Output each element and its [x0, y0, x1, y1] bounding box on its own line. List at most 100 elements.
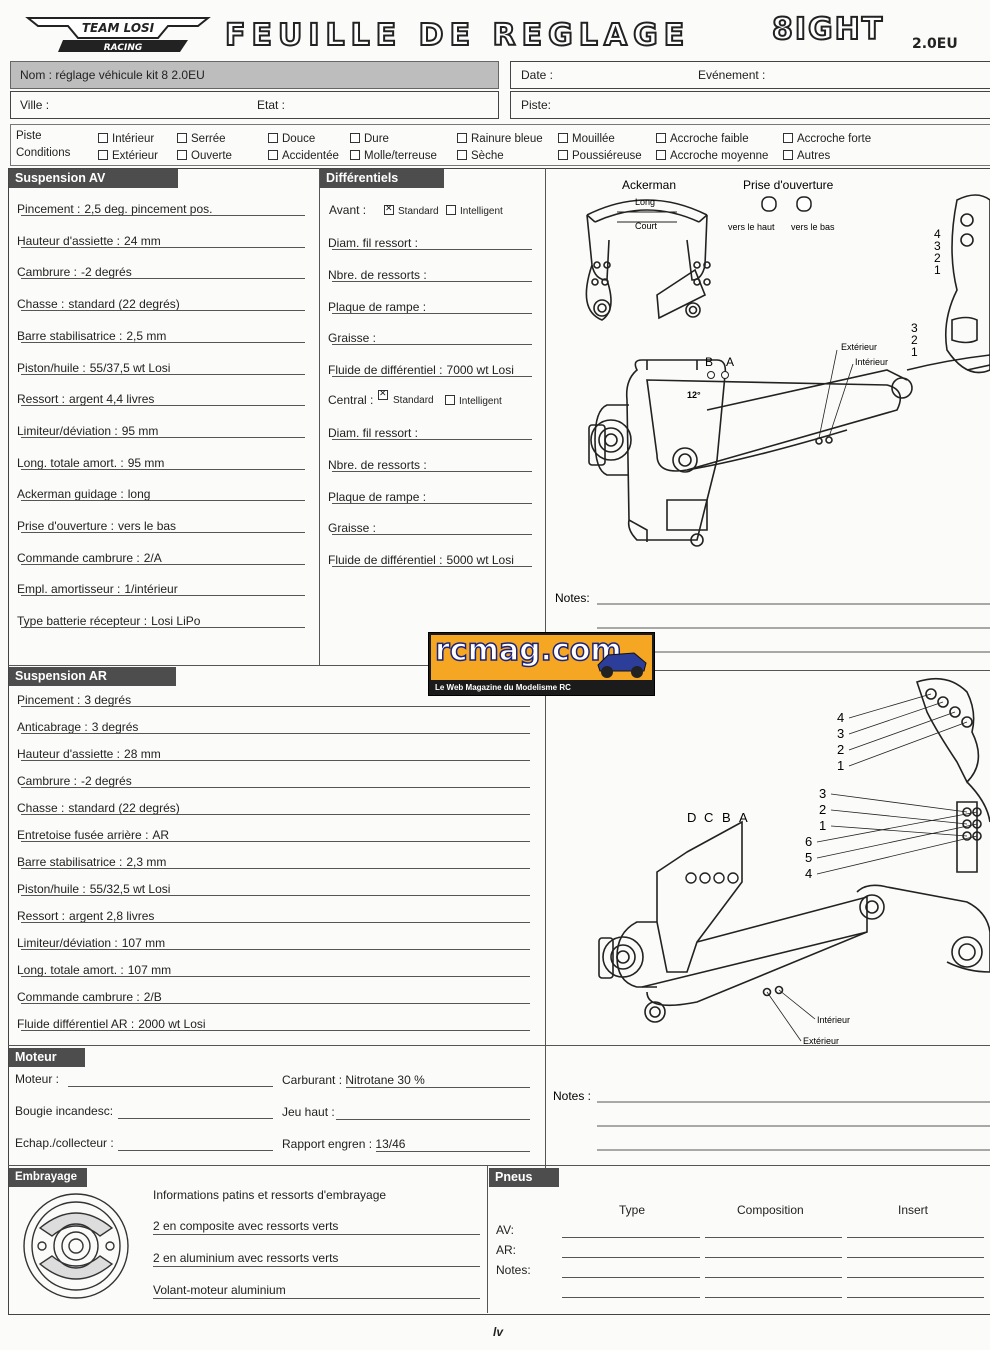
condition-option[interactable]: Sèche: [457, 150, 504, 162]
avant-intelligent-option[interactable]: Intelligent: [446, 205, 503, 217]
field-input-line[interactable]: [21, 341, 305, 343]
checkbox[interactable]: [457, 150, 467, 160]
checkbox[interactable]: [268, 150, 278, 160]
embrayage-input-line[interactable]: [153, 1266, 480, 1267]
field-input-line[interactable]: [332, 439, 532, 440]
field-input-line[interactable]: [21, 436, 305, 438]
condition-option[interactable]: Dure: [350, 133, 389, 145]
pneu-input-line[interactable]: [562, 1297, 700, 1298]
nom-field[interactable]: Nom : réglage véhicule kit 8 2.0EU: [10, 61, 499, 89]
pneu-input-line[interactable]: [562, 1237, 700, 1238]
checkbox[interactable]: [656, 133, 666, 143]
jeu-haut-input[interactable]: [336, 1119, 530, 1120]
condition-option[interactable]: Extérieur: [98, 150, 158, 162]
field-input-line[interactable]: [332, 249, 532, 250]
field-input-line[interactable]: [332, 470, 532, 472]
pneu-input-line[interactable]: [847, 1297, 984, 1298]
pneu-input-line[interactable]: [847, 1277, 984, 1278]
echap-input[interactable]: [118, 1150, 273, 1151]
field-input-line[interactable]: [21, 733, 530, 734]
checkbox[interactable]: [558, 133, 568, 143]
condition-option[interactable]: Accroche faible: [656, 133, 749, 145]
field-input-line[interactable]: [21, 595, 305, 597]
pneu-input-line[interactable]: [562, 1277, 700, 1278]
checkbox[interactable]: [656, 150, 666, 160]
checkbox[interactable]: [446, 205, 456, 215]
condition-option[interactable]: Ouverte: [177, 150, 232, 162]
field-input-line[interactable]: [21, 895, 530, 896]
field-input-line[interactable]: [21, 278, 305, 280]
field-input-line[interactable]: [21, 627, 305, 629]
condition-option[interactable]: Accroche forte: [783, 133, 871, 145]
rapport-input[interactable]: [376, 1151, 530, 1152]
pneu-input-line[interactable]: [705, 1277, 842, 1278]
checkbox[interactable]: [98, 133, 108, 143]
field-input-line[interactable]: [21, 868, 530, 869]
condition-option[interactable]: Rainure bleue: [457, 133, 543, 145]
checkbox[interactable]: [350, 133, 360, 143]
field-input-line[interactable]: [21, 468, 305, 470]
field-input-line[interactable]: [21, 405, 305, 407]
field-input-line[interactable]: [332, 280, 532, 282]
checkbox[interactable]: [445, 395, 455, 405]
condition-option[interactable]: Serrée: [177, 133, 226, 145]
field-input-line[interactable]: [21, 976, 530, 977]
condition-option[interactable]: Accroche moyenne: [656, 150, 768, 162]
bougie-input[interactable]: [118, 1118, 273, 1119]
field-input-line[interactable]: [21, 814, 530, 815]
checkbox[interactable]: [558, 150, 568, 160]
field-input-line[interactable]: [21, 706, 530, 707]
field-input-line[interactable]: [21, 1003, 530, 1004]
central-intelligent-option[interactable]: Intelligent: [445, 395, 502, 407]
field-input-line[interactable]: [332, 502, 532, 504]
field-input-line[interactable]: [21, 760, 530, 761]
field-input-line[interactable]: [21, 922, 530, 923]
condition-option[interactable]: Autres: [783, 150, 830, 162]
checkbox[interactable]: [268, 133, 278, 143]
condition-option[interactable]: Douce: [268, 133, 315, 145]
field-input-line[interactable]: [21, 532, 305, 533]
carburant-input[interactable]: [346, 1087, 530, 1088]
field-input-line[interactable]: [332, 534, 532, 536]
field-input-line[interactable]: [21, 310, 305, 312]
pneu-input-line[interactable]: [705, 1237, 842, 1238]
moteur-input[interactable]: [68, 1086, 273, 1087]
condition-option[interactable]: Intérieur: [98, 133, 154, 145]
avant-standard-option[interactable]: Standard: [384, 203, 439, 217]
pneu-input-line[interactable]: [705, 1257, 842, 1258]
field-input-line[interactable]: [21, 246, 305, 248]
checkbox-checked[interactable]: [378, 388, 388, 400]
pneu-input-line[interactable]: [705, 1297, 842, 1298]
field-input-line[interactable]: [21, 500, 305, 502]
pneu-input-line[interactable]: [847, 1237, 984, 1238]
rcmag-watermark[interactable]: rcmag.com Le Web Magazine du Modelisme R…: [428, 632, 655, 696]
checkbox[interactable]: [177, 133, 187, 143]
field-input-line[interactable]: [21, 1030, 530, 1031]
condition-option[interactable]: Mouillée: [558, 133, 615, 145]
checkbox[interactable]: [350, 150, 360, 160]
embrayage-input-line[interactable]: [153, 1234, 480, 1235]
central-standard-option[interactable]: [378, 388, 392, 402]
pneu-input-line[interactable]: [562, 1257, 700, 1258]
field-input-line[interactable]: [21, 787, 530, 788]
field-input-line[interactable]: [21, 215, 305, 216]
pneu-input-line[interactable]: [847, 1257, 984, 1258]
checkbox[interactable]: [98, 150, 108, 160]
field-input-line[interactable]: [332, 376, 532, 378]
field-input-line[interactable]: [21, 841, 530, 842]
condition-option[interactable]: Poussiéreuse: [558, 150, 642, 162]
field-input-line[interactable]: [21, 563, 305, 565]
embrayage-input-line[interactable]: [153, 1298, 480, 1299]
field-input-line[interactable]: [21, 373, 305, 375]
field-input-line[interactable]: [332, 566, 532, 568]
checkbox-checked[interactable]: [384, 203, 394, 215]
checkbox[interactable]: [177, 150, 187, 160]
checkbox[interactable]: [783, 133, 793, 143]
condition-option[interactable]: Molle/terreuse: [350, 150, 437, 162]
field-input-line[interactable]: [332, 312, 532, 314]
field-input-line[interactable]: [21, 949, 530, 950]
field-input-line[interactable]: [332, 344, 532, 346]
checkbox[interactable]: [783, 150, 793, 160]
checkbox[interactable]: [457, 133, 467, 143]
condition-option[interactable]: Accidentée: [268, 150, 339, 162]
